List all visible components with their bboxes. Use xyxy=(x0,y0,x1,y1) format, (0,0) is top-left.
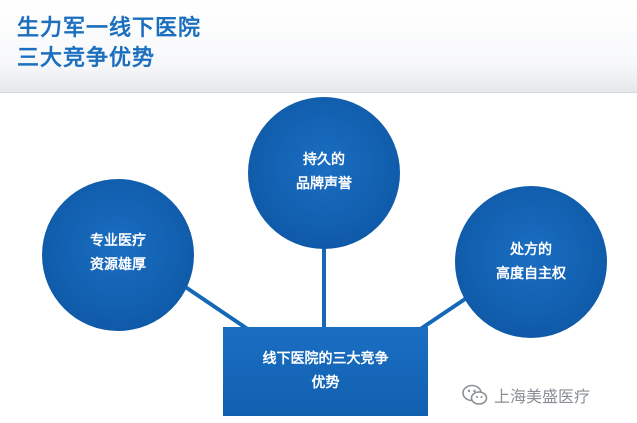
node-label-top: 持久的 品牌声誉 xyxy=(264,148,384,196)
node-circle-left xyxy=(42,179,194,331)
node-left-line1: 专业医疗 xyxy=(90,233,146,249)
center-box xyxy=(223,327,428,416)
center-box-label: 线下医院的三大竞争 优势 xyxy=(223,347,428,395)
center-box-line1: 线下医院的三大竞争 xyxy=(262,351,389,367)
center-box-line2: 优势 xyxy=(311,375,340,391)
node-circle-right xyxy=(455,186,607,338)
wechat-icon xyxy=(462,384,488,405)
watermark-text: 上海美盛医疗 xyxy=(494,387,591,406)
header-banner: 生力军一线下医院 三大竞争优势 xyxy=(0,0,637,93)
node-left-line2: 资源雄厚 xyxy=(90,257,146,273)
connector-left xyxy=(176,280,254,334)
watermark: 上海美盛医疗 xyxy=(462,384,590,406)
node-label-left: 专业医疗 资源雄厚 xyxy=(58,229,178,277)
node-label-right: 处方的 高度自主权 xyxy=(471,238,591,286)
page-title-line2: 三大竞争优势 xyxy=(17,46,156,71)
node-top-line1: 持久的 xyxy=(303,152,345,168)
node-circle-top xyxy=(248,97,400,249)
node-right-line2: 高度自主权 xyxy=(496,266,566,282)
node-right-line1: 处方的 xyxy=(510,242,552,258)
page-title-line1: 生力军一线下医院 xyxy=(17,16,202,41)
node-top-line2: 品牌声誉 xyxy=(296,176,352,192)
